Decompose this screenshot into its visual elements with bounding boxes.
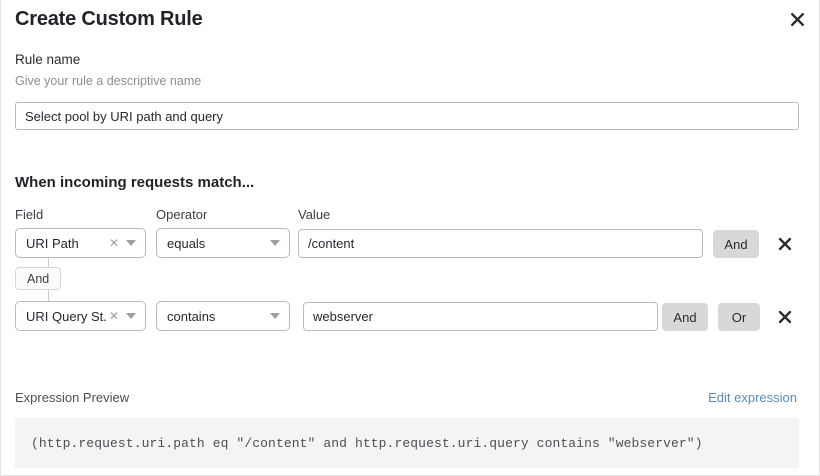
conditions-heading: When incoming requests match... <box>15 174 255 191</box>
operator-select-row-1[interactable]: equals <box>156 228 290 258</box>
column-header-field: Field <box>15 207 44 222</box>
clear-x-icon-row-1[interactable]: ✕ <box>108 236 119 250</box>
delete-x-icon-row-1[interactable] <box>774 233 796 255</box>
or-button-row-2[interactable]: Or <box>718 303 760 331</box>
operator-select-value-row-2: contains <box>167 308 216 324</box>
rule-name-input[interactable] <box>15 102 799 130</box>
expression-preview-label: Expression Preview <box>15 390 130 405</box>
connector-line-bottom <box>48 290 49 302</box>
dialog-title: Create Custom Rule <box>15 8 203 30</box>
rule-name-help: Give your rule a descriptive name <box>15 74 202 88</box>
operator-select-value-row-1: equals <box>167 235 206 251</box>
chevron-down-icon-row-1[interactable] <box>126 240 136 246</box>
field-select-value-row-1: URI Path <box>26 235 79 251</box>
close-icon[interactable] <box>784 6 810 32</box>
field-select-row-1[interactable]: URI Path ✕ <box>15 228 146 258</box>
edit-expression-link[interactable]: Edit expression <box>708 390 797 405</box>
operator-select-row-2[interactable]: contains <box>156 301 290 331</box>
expression-preview-code: (http.request.uri.path eq "/content" and… <box>31 435 703 451</box>
chevron-down-icon-operator-row-1[interactable] <box>270 240 280 246</box>
group-connector-and[interactable]: And <box>15 267 62 290</box>
expression-preview-box: (http.request.uri.path eq "/content" and… <box>15 418 799 468</box>
column-header-operator: Operator <box>156 207 208 222</box>
and-button-row-1[interactable]: And <box>713 230 759 258</box>
clear-x-icon-row-2[interactable]: ✕ <box>108 309 119 323</box>
value-input-row-1[interactable] <box>298 229 703 258</box>
field-select-value-row-2: URI Query St... <box>26 308 107 324</box>
value-input-row-2[interactable] <box>303 302 658 331</box>
field-select-row-2[interactable]: URI Query St... ✕ <box>15 301 146 331</box>
connector-line-top <box>48 256 49 269</box>
chevron-down-icon-operator-row-2[interactable] <box>270 313 280 319</box>
chevron-down-icon-row-2[interactable] <box>126 313 136 319</box>
rule-name-label: Rule name <box>15 52 81 67</box>
and-button-row-2[interactable]: And <box>662 303 708 331</box>
column-header-value: Value <box>298 207 331 222</box>
delete-x-icon-row-2[interactable] <box>774 306 796 328</box>
